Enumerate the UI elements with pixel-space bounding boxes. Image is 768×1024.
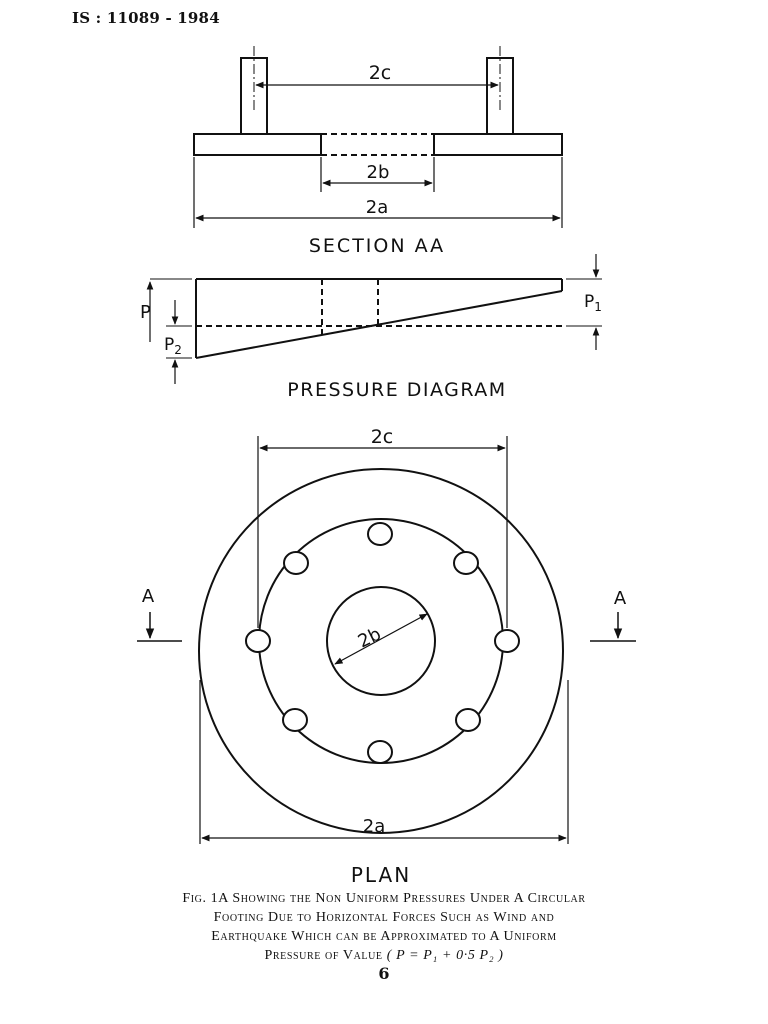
- section-mark-right: A: [614, 588, 627, 609]
- section-aa-title: SECTION AA: [309, 235, 445, 257]
- caption-line-4: Pressure of Value ( P = P₁ + 0·5 P₂ ): [60, 946, 708, 965]
- pressure-diagram: [146, 254, 602, 384]
- pressure-label-p: P: [140, 302, 151, 323]
- page-number: 6: [378, 964, 390, 983]
- column-dot: [455, 708, 481, 732]
- dim-label-2a-plan: 2a: [363, 816, 385, 837]
- plan-title: PLAN: [351, 863, 411, 887]
- right-footing-slab: [433, 133, 563, 156]
- caption-line-1: Fig. 1A Showing the Non Uniform Pressure…: [182, 891, 586, 906]
- document-header: IS : 11089 - 1984: [72, 9, 220, 27]
- column-dot: [367, 522, 393, 546]
- dim-line-2b-plan: [334, 613, 428, 665]
- section-aa-view: [193, 46, 563, 228]
- pressure-label-p1: P1: [584, 292, 602, 314]
- caption-line-2: Footing Due to Horizontal Forces Such as…: [213, 910, 555, 925]
- dim-label-2a-section: 2a: [366, 197, 388, 218]
- dim-label-2c-section: 2c: [369, 62, 392, 84]
- column-dot: [245, 629, 271, 653]
- caption-line-3: Earthquake Which can be Approximated to …: [211, 929, 557, 944]
- central-opening-circle: [326, 586, 436, 696]
- left-footing-slab: [193, 133, 322, 156]
- column-dot: [453, 551, 479, 575]
- dim-label-2b-section: 2b: [367, 162, 390, 183]
- column-dot: [367, 740, 393, 764]
- column-dot: [494, 629, 520, 653]
- pressure-label-p2: P2: [164, 335, 182, 357]
- column-dot: [282, 708, 308, 732]
- section-mark-left: A: [142, 586, 155, 607]
- caption-formula: ( P = P₁ + 0·5 P₂ ): [386, 948, 504, 963]
- dim-label-2c-plan: 2c: [371, 426, 394, 448]
- figure-caption: Fig. 1A Showing the Non Uniform Pressure…: [60, 889, 708, 965]
- caption-line-4-text: Pressure of Value: [264, 948, 383, 963]
- plan-view: [137, 436, 636, 844]
- pressure-diagram-title: PRESSURE DIAGRAM: [287, 379, 506, 401]
- column-dot: [283, 551, 309, 575]
